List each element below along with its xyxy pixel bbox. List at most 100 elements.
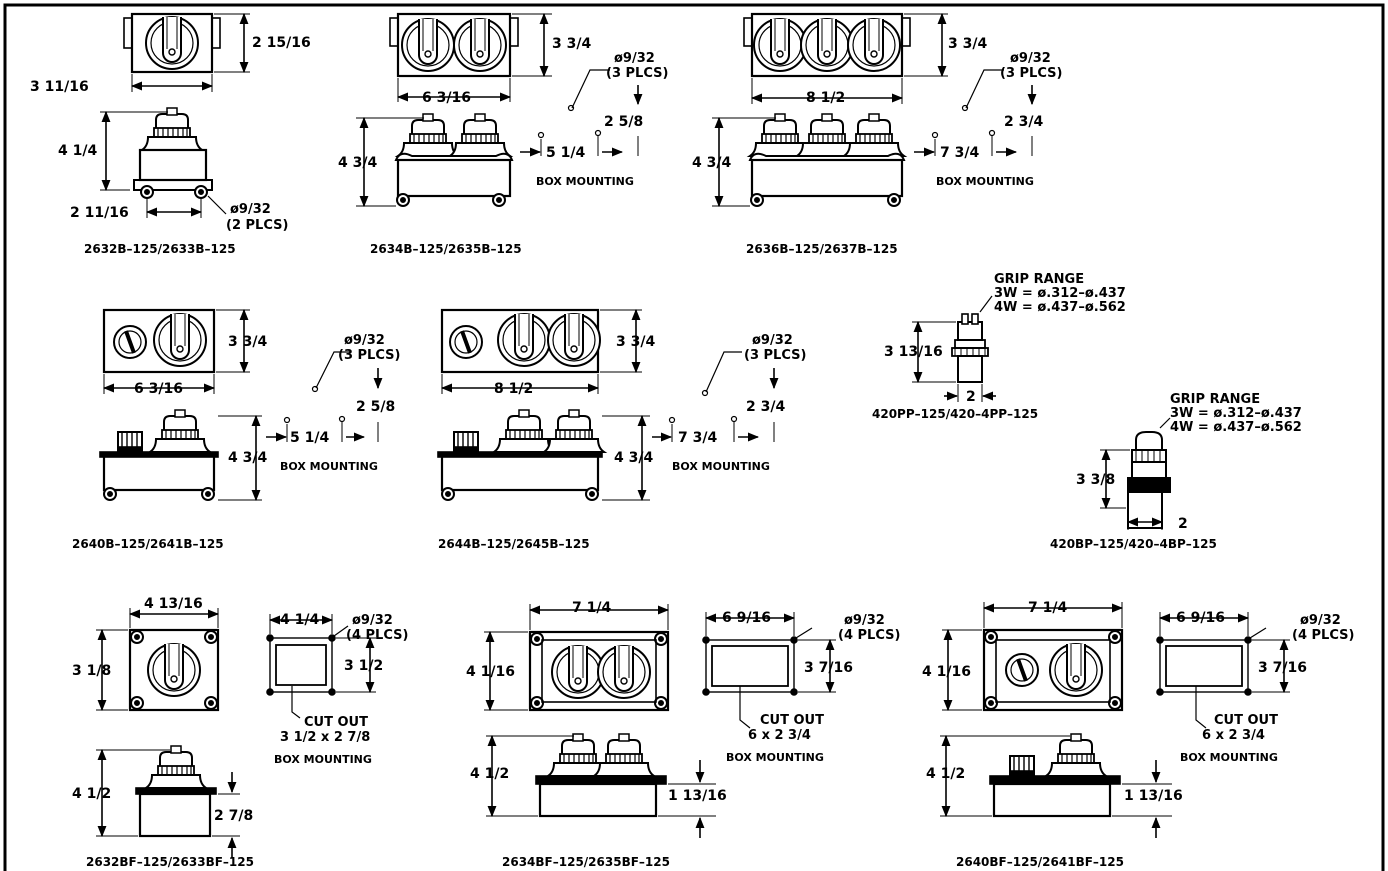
r2-m1-hole-count: (3 PLCS): [338, 348, 400, 363]
r1-m1-side-view: [100, 107, 227, 218]
plug-title: 420PP–125/420–4PP–125: [872, 407, 1038, 421]
r1-m2-dim-horiz: 5 1/4: [546, 145, 585, 161]
r2-m2-dim-vert: 2 3/4: [746, 399, 785, 415]
r3-m1-cut-out-label: CUT OUT: [304, 715, 368, 730]
r2-m1-dim-width: 6 3/16: [134, 381, 183, 397]
r3-m2-dim-width: 7 1/4: [572, 600, 611, 616]
r3-m2-dim-cut-w: 6 9/16: [722, 610, 771, 626]
r3-m2-cut-out-label: CUT OUT: [760, 713, 824, 728]
r2-m1-side-view: [99, 409, 262, 502]
r3-m3-front-view: [942, 602, 1124, 712]
r2-m2-top-view: [440, 308, 642, 394]
r1-m1-dim-width: 3 11/16: [30, 79, 89, 95]
r3-m1-front-view: [96, 608, 220, 712]
r3-m1-cut-size: 3 1/2 x 2 7/8: [280, 730, 370, 745]
r2-m1-box-mounting: [266, 351, 383, 442]
r1-m2-dim-height: 3 3/4: [552, 36, 591, 52]
r3-m2-front-view: [484, 604, 670, 712]
r2-m1-dim-vert: 2 5/8: [356, 399, 395, 415]
r1-m1-top-view: [123, 12, 250, 92]
r3-m2-hole-count: (4 PLCS): [838, 628, 900, 643]
r2-m2-box-mounting-label: BOX MOUNTING: [672, 460, 770, 473]
r3-m3-hole-count: (4 PLCS): [1292, 628, 1354, 643]
r3-m1-box-mounting-label: BOX MOUNTING: [274, 753, 372, 766]
r3-m1-hole-count: (4 PLCS): [346, 628, 408, 643]
r2-m1-box-mounting-label: BOX MOUNTING: [280, 460, 378, 473]
r3-m3-dim-width: 7 1/4: [1028, 600, 1067, 616]
connector-grip-3w: 3W = ø.312–ø.437: [1170, 406, 1302, 421]
plug-grip-4w: 4W = ø.437–ø.562: [994, 300, 1126, 315]
r3-m3-dim-depth: 1 13/16: [1124, 788, 1183, 804]
plug-dim-dia: 2: [966, 389, 976, 405]
r3-m3-dim-cut-h: 3 7/16: [1258, 660, 1307, 676]
r2-m2-title: 2644B–125/2645B–125: [438, 537, 590, 551]
plug-420pp-view: [912, 295, 996, 402]
r3-m2-dim-height: 4 1/16: [466, 664, 515, 680]
r1-m1-dim-mount: 2 11/16: [70, 205, 129, 221]
r2-m1-hole-size: ø9/32: [344, 333, 385, 348]
r1-m1-dim-side-height: 4 1/4: [58, 143, 97, 159]
connector-dim-height: 3 3/8: [1076, 472, 1115, 488]
sheet-border: [3, 3, 1385, 871]
r1-m3-dim-vert: 2 3/4: [1004, 114, 1043, 130]
r2-m2-box-mounting: [652, 351, 779, 442]
r3-m1-cutout-view: [266, 614, 376, 719]
r2-m1-dim-height: 3 3/4: [228, 334, 267, 350]
r1-m2-top-view: [389, 12, 552, 102]
r1-m2-box-mounting-label: BOX MOUNTING: [536, 175, 634, 188]
r3-m2-title: 2634BF–125/2635BF–125: [502, 855, 670, 869]
r3-m3-dim-side-height: 4 1/2: [926, 766, 965, 782]
r1-m2-side-view: [356, 113, 514, 208]
r1-m1-dim-height: 2 15/16: [252, 35, 311, 51]
r1-m3-box-mounting: [914, 69, 1037, 157]
r1-m3-dim-horiz: 7 3/4: [940, 145, 979, 161]
r3-m1-title: 2632BF–125/2633BF–125: [86, 855, 254, 869]
r3-m2-dim-cut-h: 3 7/16: [804, 660, 853, 676]
r3-m3-dim-cut-w: 6 9/16: [1176, 610, 1225, 626]
r3-m2-dim-side-height: 4 1/2: [470, 766, 509, 782]
r2-m2-hole-count: (3 PLCS): [744, 348, 806, 363]
r3-m1-dim-depth: 2 7/8: [214, 808, 253, 824]
r3-m2-side-view: [486, 733, 716, 838]
r2-m2-hole-size: ø9/32: [752, 333, 793, 348]
r3-m3-cut-out-label: CUT OUT: [1214, 713, 1278, 728]
r1-m1-hole-size: ø9/32: [230, 202, 271, 217]
r3-m3-hole-size: ø9/32: [1300, 613, 1341, 628]
r1-m1-hole-count: (2 PLCS): [226, 218, 288, 233]
connector-dim-dia: 2: [1178, 516, 1188, 532]
r2-m2-dim-horiz: 7 3/4: [678, 430, 717, 446]
r1-m3-hole-size: ø9/32: [1010, 51, 1051, 66]
r1-m3-dim-height: 3 3/4: [948, 36, 987, 52]
r1-m2-box-mounting: [520, 69, 643, 157]
connector-grip-4w: 4W = ø.437–ø.562: [1170, 420, 1302, 435]
r3-m2-cut-size: 6 x 2 3/4: [748, 728, 811, 743]
r1-m3-dim-side-height: 4 3/4: [692, 155, 731, 171]
r1-m2-dim-width: 6 3/16: [422, 90, 471, 106]
r1-m3-title: 2636B–125/2637B–125: [746, 242, 898, 256]
r3-m1-dim-cut-h: 3 1/2: [344, 658, 383, 674]
r1-m3-box-mounting-label: BOX MOUNTING: [936, 175, 1034, 188]
r2-m2-dim-width: 8 1/2: [494, 381, 533, 397]
r3-m1-dim-height: 3 1/8: [72, 663, 111, 679]
r3-m1-dim-cut-w: 4 1/4: [280, 612, 319, 628]
r2-m1-dim-horiz: 5 1/4: [290, 430, 329, 446]
r3-m2-cutout-view: [702, 612, 836, 729]
connector-grip-range-label: GRIP RANGE: [1170, 392, 1260, 407]
r2-m1-dim-side-height: 4 3/4: [228, 450, 267, 466]
connector-title: 420BP–125/420–4BP–125: [1050, 537, 1217, 551]
r1-m2-dim-vert: 2 5/8: [604, 114, 643, 130]
plug-dim-height: 3 13/16: [884, 344, 943, 360]
r3-m2-box-mounting-label: BOX MOUNTING: [726, 751, 824, 764]
r3-m1-dim-side-height: 4 1/2: [72, 786, 111, 802]
r2-m2-side-view: [437, 409, 650, 502]
r1-m2-hole-count: (3 PLCS): [606, 66, 668, 81]
r3-m1-side-view: [96, 745, 240, 858]
r1-m1-title: 2632B–125/2633B–125: [84, 242, 236, 256]
r3-m3-title: 2640BF–125/2641BF–125: [956, 855, 1124, 869]
r3-m3-cutout-view: [1156, 612, 1290, 729]
r1-m3-top-view: [743, 12, 948, 104]
r2-m2-dim-height: 3 3/4: [616, 334, 655, 350]
plug-grip-3w: 3W = ø.312–ø.437: [994, 286, 1126, 301]
